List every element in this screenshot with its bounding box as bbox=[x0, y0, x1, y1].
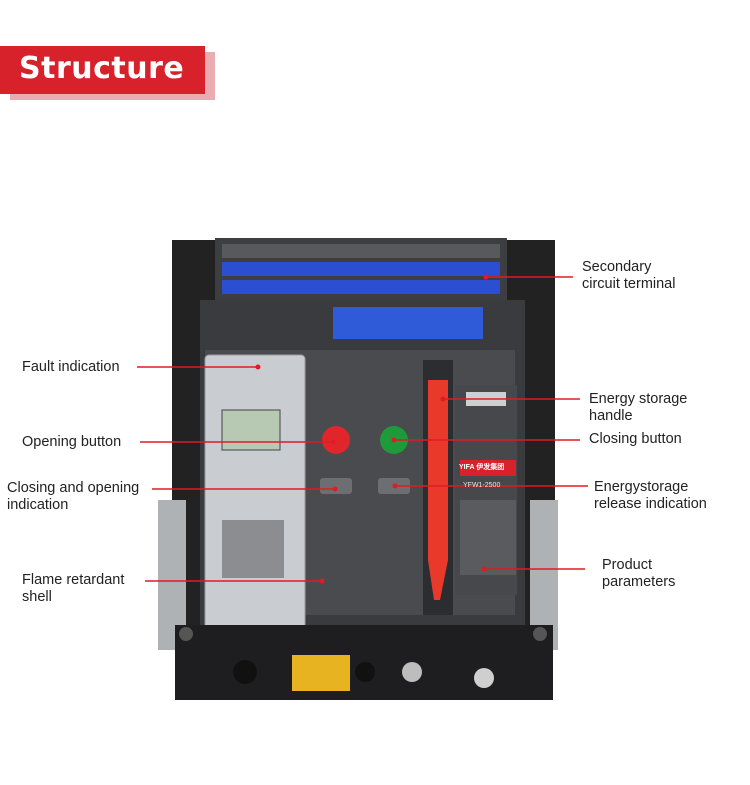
label-line: indication bbox=[7, 497, 69, 513]
page-title: Structure bbox=[19, 51, 185, 86]
parameter-table bbox=[460, 500, 516, 575]
terminal-strip-blue bbox=[222, 262, 500, 276]
status-indicator-shape bbox=[320, 478, 352, 494]
label-product-params: Product parameters bbox=[602, 557, 675, 591]
label-line: Energystorage bbox=[594, 479, 689, 495]
terminal-screws bbox=[222, 244, 500, 258]
label-line: circuit terminal bbox=[582, 276, 676, 292]
label-line: Product bbox=[602, 557, 652, 573]
label-line: handle bbox=[589, 408, 633, 424]
label-line: Opening button bbox=[22, 434, 122, 450]
controller-cover bbox=[204, 354, 306, 636]
device-brand: YIFA 伊发集团 bbox=[459, 464, 505, 471]
base-bolt-right bbox=[533, 627, 547, 641]
label-energy-handle: Energy storage handle bbox=[589, 391, 687, 425]
label-line: Closing button bbox=[589, 431, 682, 447]
label-line: Secondary bbox=[582, 259, 652, 275]
rack-crank bbox=[474, 668, 494, 688]
base-socket-mid bbox=[355, 662, 375, 682]
controller-keypad bbox=[222, 520, 284, 578]
controller-lcd bbox=[221, 409, 281, 451]
rack-indicator bbox=[402, 662, 422, 682]
label-closing-opening: Closing and opening indication bbox=[7, 480, 139, 514]
opening-button-shape bbox=[322, 426, 350, 454]
label-line: Fault indication bbox=[22, 359, 120, 375]
label-secondary-terminal: Secondary circuit terminal bbox=[582, 259, 675, 293]
leader-dot-secondary-terminal bbox=[483, 274, 489, 280]
energy-storage-handle-shape bbox=[428, 380, 448, 600]
banner-background bbox=[0, 46, 205, 94]
leader-dot-closing-button bbox=[391, 437, 397, 443]
label-line: Energy storage bbox=[589, 391, 688, 407]
label-line: Closing and opening bbox=[7, 480, 140, 496]
leader-dot-energy-release bbox=[392, 483, 398, 489]
label-opening-button: Opening button bbox=[22, 434, 121, 451]
leader-dot-flame-shell bbox=[319, 578, 325, 584]
label-line: release indication bbox=[594, 496, 707, 512]
label-closing-button: Closing button bbox=[589, 431, 682, 448]
label-line: parameters bbox=[602, 574, 676, 590]
base-socket-left bbox=[233, 660, 257, 684]
label-flame-shell: Flame retardant shell bbox=[22, 572, 124, 606]
leader-dot-closing-opening bbox=[332, 486, 338, 492]
base-bolt-left bbox=[179, 627, 193, 641]
brand-strip bbox=[460, 460, 516, 476]
title-banner: Structure bbox=[0, 46, 215, 100]
wiring-label-plate bbox=[333, 307, 483, 339]
terminal-strip-blue-lower bbox=[222, 280, 500, 294]
leader-dot-fault-indication bbox=[255, 364, 261, 370]
label-fault-indication: Fault indication bbox=[22, 359, 120, 376]
label-line: shell bbox=[22, 589, 52, 605]
leader-dot-product-params bbox=[481, 566, 487, 572]
leader-dot-energy-handle bbox=[440, 396, 446, 402]
device-model: YFW1-2500 bbox=[463, 482, 501, 489]
label-line: Flame retardant bbox=[22, 572, 125, 588]
leader-dot-opening-button bbox=[330, 439, 336, 445]
lock-plate bbox=[292, 655, 350, 691]
label-energy-release: Energystorage release indication bbox=[594, 479, 707, 513]
